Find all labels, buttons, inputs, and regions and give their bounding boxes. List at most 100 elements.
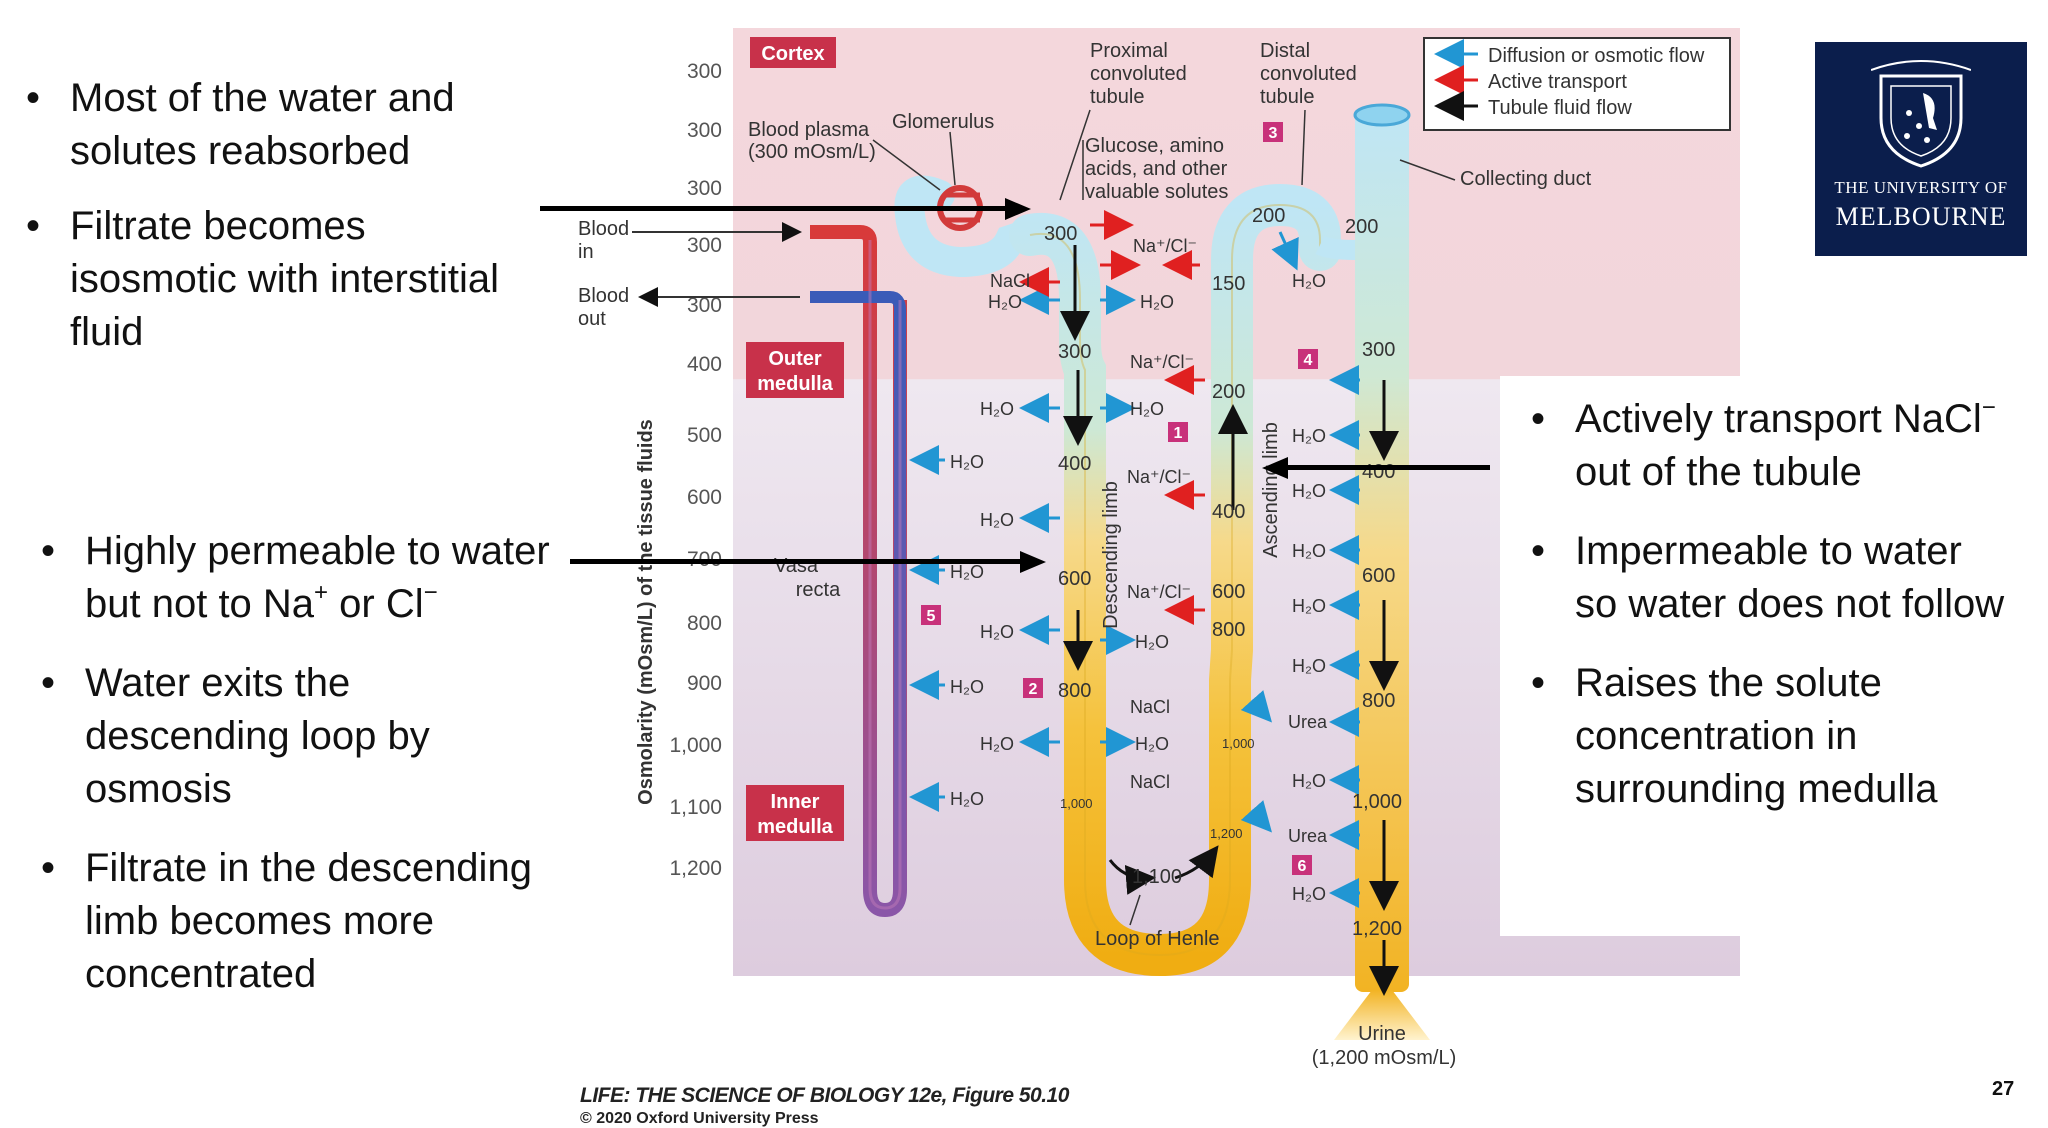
svg-text:H₂O: H₂O <box>1130 399 1164 419</box>
bowmans-capsule <box>894 175 1055 278</box>
svg-text:NaCl: NaCl <box>1130 697 1170 717</box>
y-tick-label: 300 <box>687 294 722 317</box>
num-asc7: 150 <box>1212 273 1245 295</box>
svg-text:convoluted: convoluted <box>1260 63 1357 85</box>
y-tick-label: 500 <box>687 424 722 447</box>
y-tick-label: 1,000 <box>669 734 722 757</box>
cortex-label-box <box>750 37 836 68</box>
num-asc3: 800 <box>1212 619 1245 641</box>
num-asc1: 1,200 <box>1210 826 1243 841</box>
svg-text:Glucose, amino: Glucose, amino <box>1085 135 1224 157</box>
flow-arrows <box>1060 245 1399 996</box>
num-asc2: 1,000 <box>1222 736 1255 751</box>
svg-text:out: out <box>578 308 606 330</box>
y-tick-label: 1,200 <box>669 857 722 880</box>
pointer-arrow-descending-head <box>1020 551 1046 573</box>
descending-limb-label: Descending limb <box>1100 481 1122 629</box>
svg-text:H₂O: H₂O <box>980 622 1014 642</box>
num-distal: 200 <box>1252 205 1285 227</box>
svg-text:H₂O: H₂O <box>950 452 984 472</box>
urine-cone <box>1334 990 1430 1040</box>
ascending-limb-label: Ascending limb <box>1260 422 1282 558</box>
svg-text:Blood plasma: Blood plasma <box>748 119 870 141</box>
y-axis-label: Osmolarity (mOsm/L) of the tissue fluids <box>635 419 657 805</box>
y-tick-label: 300 <box>687 177 722 200</box>
y-axis-ticks: 3003003003003004005006007008009001,0001,… <box>669 60 722 880</box>
bullet-water-exits: Water exits the descending loop by osmos… <box>41 657 555 816</box>
svg-text:H₂O: H₂O <box>1135 734 1169 754</box>
vasa-recta-loop <box>868 240 902 910</box>
y-tick-label: 800 <box>687 612 722 635</box>
legend-diffusion: Diffusion or osmotic flow <box>1488 45 1705 67</box>
svg-text:H₂O: H₂O <box>1135 632 1169 652</box>
outer-medulla-box <box>746 342 844 398</box>
svg-text:Na⁺/Cl⁻: Na⁺/Cl⁻ <box>1127 582 1191 602</box>
num-prox: 300 <box>1044 223 1077 245</box>
bullet-raises-solute: Raises the solute concentration in surro… <box>1531 657 2015 816</box>
y-tick-label: 300 <box>687 60 722 83</box>
bullet-impermeable: Impermeable to water so water does not f… <box>1531 525 2015 631</box>
svg-text:acids, and other: acids, and other <box>1085 158 1228 180</box>
diffusion-arrows <box>909 231 1360 908</box>
svg-text:H₂O: H₂O <box>950 789 984 809</box>
svg-text:Loop of Henle: Loop of Henle <box>1095 928 1220 950</box>
y-tick-label: 400 <box>687 353 722 376</box>
svg-text:tubule: tubule <box>1260 86 1315 108</box>
svg-text:H₂O: H₂O <box>1292 426 1326 446</box>
svg-text:valuable solutes: valuable solutes <box>1085 181 1228 203</box>
svg-text:Proximal: Proximal <box>1090 40 1168 62</box>
glomerulus-capillary-2 <box>945 192 980 223</box>
inner-medulla-label: Inner <box>771 791 820 813</box>
figure-caption: LIFE: THE SCIENCE OF BIOLOGY 12e, Figure… <box>580 1084 1069 1128</box>
svg-text:1: 1 <box>1174 425 1183 442</box>
svg-text:H₂O: H₂O <box>980 510 1014 530</box>
num-asc5: 400 <box>1212 501 1245 523</box>
num-cd4: 600 <box>1362 565 1395 587</box>
crest-icon <box>1871 60 1971 168</box>
caption-copyright: © 2020 Oxford University Press <box>580 1110 819 1127</box>
svg-text:Collecting duct: Collecting duct <box>1460 168 1592 190</box>
y-tick-label: 900 <box>687 672 722 695</box>
legend-active: Active transport <box>1488 71 1627 93</box>
svg-text:H₂O: H₂O <box>1292 541 1326 561</box>
y-tick-label: 300 <box>687 234 722 257</box>
tubule-numbers: 300 300 400 600 800 1,000 1,100 1,200 1,… <box>1044 205 1402 940</box>
svg-text:H₂O: H₂O <box>988 292 1022 312</box>
university-logo: THE UNIVERSITY OF MELBOURNE <box>1815 42 2027 256</box>
inner-medulla-label-2: medulla <box>757 816 833 838</box>
svg-text:H₂O: H₂O <box>950 562 984 582</box>
svg-text:NaCl: NaCl <box>1130 772 1170 792</box>
svg-text:Na⁺/Cl⁻: Na⁺/Cl⁻ <box>1133 236 1197 256</box>
svg-text:recta: recta <box>796 579 841 601</box>
markers: 1 2 3 4 5 6 <box>921 122 1318 875</box>
num-cd7: 1,200 <box>1352 918 1402 940</box>
svg-text:tubule: tubule <box>1090 86 1145 108</box>
svg-text:H₂O: H₂O <box>1292 271 1326 291</box>
outer-medulla-label-2: medulla <box>757 373 833 395</box>
num-desc2: 400 <box>1058 453 1091 475</box>
bullet-active-transport: Actively transport NaCl− out of the tubu… <box>1531 393 2015 499</box>
num-desc3: 600 <box>1058 568 1091 590</box>
svg-text:(300 mOsm/L): (300 mOsm/L) <box>748 141 876 163</box>
num-desc4: 800 <box>1058 680 1091 702</box>
num-cd1: 200 <box>1345 216 1378 238</box>
bullet-permeable: Highly permeable to water but not to Na+… <box>41 525 555 631</box>
num-asc4: 600 <box>1212 581 1245 603</box>
y-tick-label: 1,100 <box>669 796 722 819</box>
bullet-concentrated: Filtrate in the descending limb becomes … <box>41 842 555 1001</box>
right-bullets: Actively transport NaCl− out of the tubu… <box>1531 393 2015 842</box>
svg-text:H₂O: H₂O <box>1292 884 1326 904</box>
svg-text:H₂O: H₂O <box>1292 481 1326 501</box>
svg-text:Distal: Distal <box>1260 40 1310 62</box>
num-asc6: 200 <box>1212 381 1245 403</box>
pointer-arrow-ascending <box>1285 465 1490 470</box>
pointer-arrow-proximal-head <box>1005 198 1031 220</box>
svg-text:6: 6 <box>1298 858 1307 875</box>
svg-text:H₂O: H₂O <box>1292 656 1326 676</box>
num-desc1: 300 <box>1058 341 1091 363</box>
legend-tubule: Tubule fluid flow <box>1488 97 1632 119</box>
y-tick-label: 300 <box>687 119 722 142</box>
svg-text:H₂O: H₂O <box>980 399 1014 419</box>
collecting-duct-top <box>1353 103 1411 127</box>
